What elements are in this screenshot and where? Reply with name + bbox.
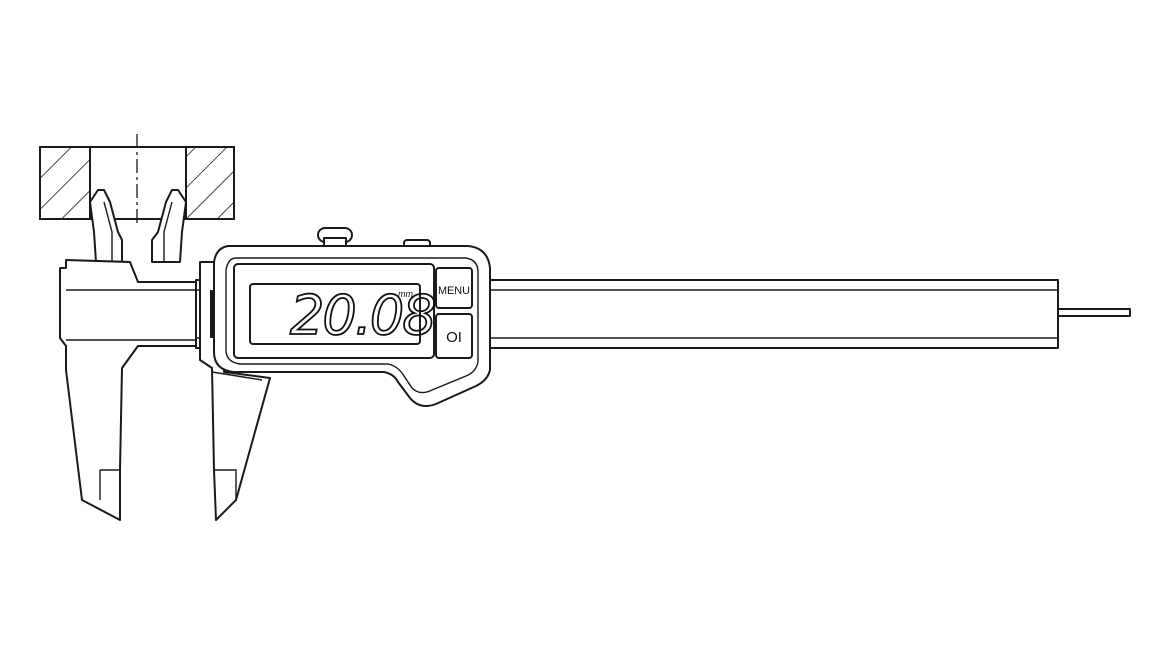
menu-button[interactable] bbox=[435, 267, 473, 309]
fixed-jaw bbox=[59, 259, 201, 521]
power-button-label: OI bbox=[446, 329, 462, 346]
lcd-window bbox=[249, 283, 421, 345]
workpiece-section bbox=[39, 134, 235, 225]
lcd-unit: mm bbox=[398, 289, 413, 299]
lcd-reading: 20.08 bbox=[290, 284, 435, 347]
power-button[interactable] bbox=[435, 313, 473, 359]
inside-jaws bbox=[89, 189, 187, 263]
menu-button-label: MENU bbox=[438, 285, 470, 297]
workpiece-left-wall bbox=[39, 146, 91, 220]
workpiece-right-wall bbox=[185, 146, 235, 220]
slider-housing bbox=[213, 227, 491, 407]
depth-rod bbox=[1057, 308, 1131, 317]
